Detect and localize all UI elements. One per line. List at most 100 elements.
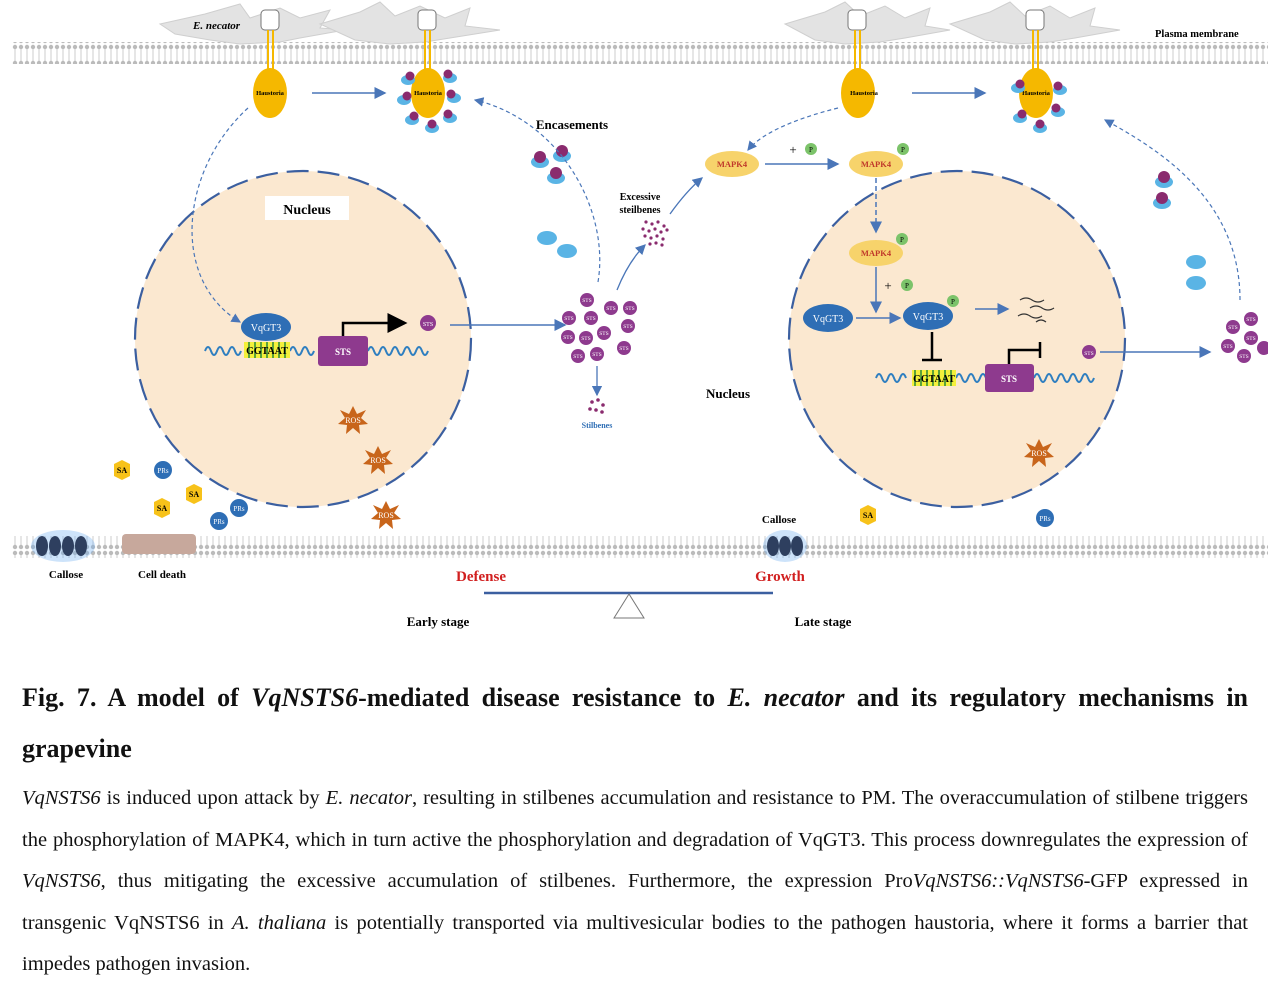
model-diagram: Plasma membrane E. necator Haustoria Hau…: [12, 1, 1268, 629]
transcription-blocked-late: [1007, 342, 1042, 364]
sts-to-excessive-arrow: [616, 244, 646, 291]
svg-text:STS: STS: [592, 352, 601, 358]
vqgt3-late-cytoplasm: [803, 304, 853, 332]
haustoria-early-2: Haustoria: [411, 68, 445, 118]
vesicle-transport-arrow-late: [1103, 119, 1241, 301]
svg-text:SA: SA: [157, 504, 167, 513]
nucleus-late: [787, 169, 1127, 509]
sts-gene-label-early: STS: [335, 347, 351, 357]
svg-text:Haustoria: Haustoria: [1022, 90, 1051, 97]
svg-text:STS: STS: [625, 306, 634, 312]
svg-text:SA: SA: [189, 490, 199, 499]
svg-text:VqGT3: VqGT3: [813, 314, 844, 325]
haustoria-early-1: Haustoria: [253, 68, 287, 118]
sts-gene-early: [318, 336, 368, 366]
svg-text:Haustoria: Haustoria: [256, 90, 285, 97]
haustoria-late-2: Haustoria: [1019, 68, 1053, 118]
cell-death-marker: [122, 534, 196, 554]
ros-bursts: ROS ROS ROS ROS: [338, 406, 1054, 529]
sts-protein-early: STS: [423, 322, 433, 328]
defense-label: Defense: [456, 569, 506, 585]
callose-label-late: Callose: [762, 514, 796, 526]
encasement-vesicles: [397, 69, 1067, 133]
callose-label-early: Callose: [49, 569, 83, 581]
dna-late-middle: [955, 373, 987, 383]
excessive-label-line1: Excessive: [620, 192, 661, 203]
dna-early-middle: [289, 346, 315, 356]
svg-text:PRs: PRs: [157, 467, 169, 475]
pathogen-signal-arrow-late: [747, 107, 839, 151]
dna-late-left: [875, 373, 907, 383]
svg-text:ROS: ROS: [345, 416, 361, 425]
svg-text:STS: STS: [1239, 354, 1248, 360]
svg-text:STS: STS: [606, 306, 615, 312]
svg-text:P: P: [809, 146, 813, 154]
stilbenes-dots: [588, 398, 605, 414]
vqgt3-inhibition: [922, 332, 942, 362]
svg-text:SA: SA: [863, 511, 873, 520]
vesicle-transport-arrow-early: [473, 97, 601, 283]
sts-protein-late: STS: [1084, 351, 1093, 357]
motif-box-early: [244, 342, 290, 358]
svg-text:ROS: ROS: [378, 511, 394, 520]
svg-text:STS: STS: [1223, 344, 1232, 350]
svg-text:STS: STS: [581, 336, 590, 342]
svg-text:Haustoria: Haustoria: [850, 90, 879, 97]
motif-box-late: [912, 370, 956, 386]
svg-text:STS: STS: [1246, 317, 1255, 323]
svg-text:Haustoria: Haustoria: [414, 90, 443, 97]
excessive-label-line2: steilbenes: [619, 205, 660, 216]
mapk4-phosphorylated: [849, 151, 903, 177]
svg-text:STS: STS: [599, 331, 608, 337]
excessive-stilbenes-dots: [641, 220, 669, 247]
haustoria-late-1: Haustoria: [841, 68, 879, 118]
svg-text:MAPK4: MAPK4: [861, 159, 892, 169]
svg-text:PRs: PRs: [213, 518, 225, 526]
plasma-membrane-top: [12, 42, 1268, 64]
pathogen-label: E. necator: [192, 20, 241, 32]
vqgt3-label-early: VqGT3: [251, 323, 282, 334]
transcription-arrow-early: [341, 313, 408, 336]
svg-text:SA: SA: [117, 466, 127, 475]
callose-late: [763, 530, 807, 562]
plasma-membrane-label: Plasma membrane: [1155, 29, 1239, 40]
sts-cluster-right-labels: STS STS STS STS STS: [1223, 317, 1255, 360]
plasma-membrane-bottom: [12, 536, 1268, 558]
vqgt3-early: [241, 313, 291, 341]
svg-text:+: +: [884, 278, 891, 293]
svg-text:STS: STS: [1246, 336, 1255, 342]
svg-text:VqGT3: VqGT3: [913, 312, 944, 323]
svg-text:P: P: [900, 236, 904, 244]
callose-early: [31, 530, 95, 562]
dna-early-left: [204, 346, 242, 356]
cytoplasm-vesicles-early: [531, 145, 577, 258]
stilbenes-label: Stilbenes: [582, 421, 613, 430]
svg-text:PRs: PRs: [233, 505, 245, 513]
growth-label: Growth: [755, 569, 805, 585]
figure-caption: VqNSTS6 is induced upon attack by E. nec…: [22, 787, 1249, 975]
sts-gene-late: [985, 364, 1034, 392]
sa-markers: SA SA SA SA: [114, 460, 876, 525]
svg-text:STS: STS: [582, 298, 591, 304]
svg-text:STS: STS: [623, 324, 632, 330]
svg-text:STS: STS: [619, 346, 628, 352]
svg-text:+: +: [789, 142, 796, 157]
mapk4-unphosphorylated: [705, 151, 759, 177]
svg-text:STS: STS: [1228, 325, 1237, 331]
dna-late-right: [1033, 373, 1095, 383]
svg-text:ROS: ROS: [370, 456, 386, 465]
sts-cluster-middle: [561, 293, 637, 363]
late-stage-label: Late stage: [795, 614, 852, 629]
svg-text:P: P: [951, 298, 955, 306]
mapk4-nuclear: [849, 240, 903, 266]
svg-text:STS: STS: [586, 316, 595, 322]
svg-text:MAPK4: MAPK4: [717, 159, 748, 169]
nucleus-label-early: Nucleus: [283, 203, 331, 218]
svg-text:STS: STS: [1001, 374, 1017, 384]
haustoria-stalks: [267, 30, 1039, 72]
motif-label-late: GGTAAT: [913, 374, 955, 385]
svg-text:STS: STS: [563, 335, 572, 341]
cell-death-label: Cell death: [138, 569, 186, 581]
motif-label-early: GGTAAT: [246, 346, 288, 357]
